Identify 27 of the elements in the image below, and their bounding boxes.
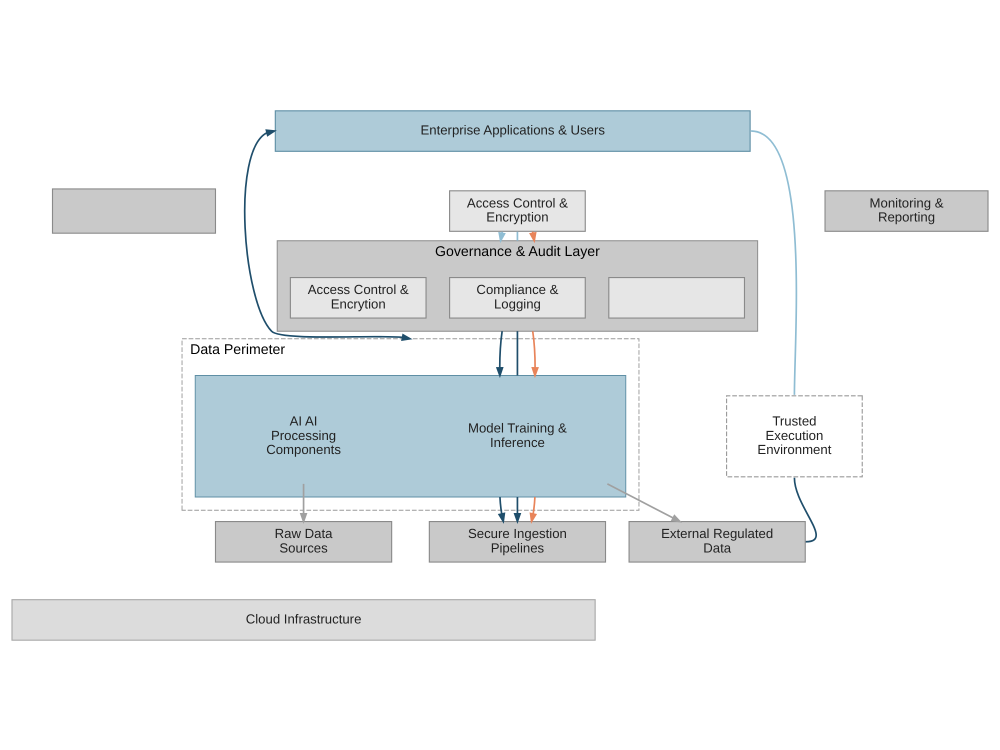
node-box <box>608 276 746 318</box>
node-box: External Regulated Data <box>628 520 806 562</box>
node-box: Monitoring & Reporting <box>824 190 989 232</box>
connector <box>750 130 798 394</box>
node-box: Access Control & Encryption <box>449 190 586 232</box>
node-text: AI AI Processing Components <box>266 413 341 456</box>
connector <box>516 330 518 375</box>
arrow <box>244 128 413 341</box>
node-box: Trusted Execution Environment <box>726 394 863 477</box>
arrow <box>300 483 308 524</box>
cluster <box>194 374 626 497</box>
node-box: Enterprise Applications & Users <box>274 110 751 152</box>
node-box: Access Control & Encrytion <box>290 276 427 318</box>
node-box: Secure Ingestion Pipelines <box>428 520 606 562</box>
arrow <box>530 496 538 524</box>
arrow <box>496 330 504 378</box>
node-box: Cloud Infrastructure <box>11 598 596 640</box>
node-box: Raw Data Sources <box>214 520 392 562</box>
arrow <box>606 482 682 522</box>
arrow <box>514 496 522 524</box>
node-box: Compliance & Logging <box>449 276 586 318</box>
node-box <box>52 188 216 234</box>
arrow <box>531 330 539 378</box>
connector <box>516 231 518 240</box>
node-text: Model Training & Inference <box>468 420 567 450</box>
connector <box>794 477 817 542</box>
arrow <box>498 496 506 524</box>
